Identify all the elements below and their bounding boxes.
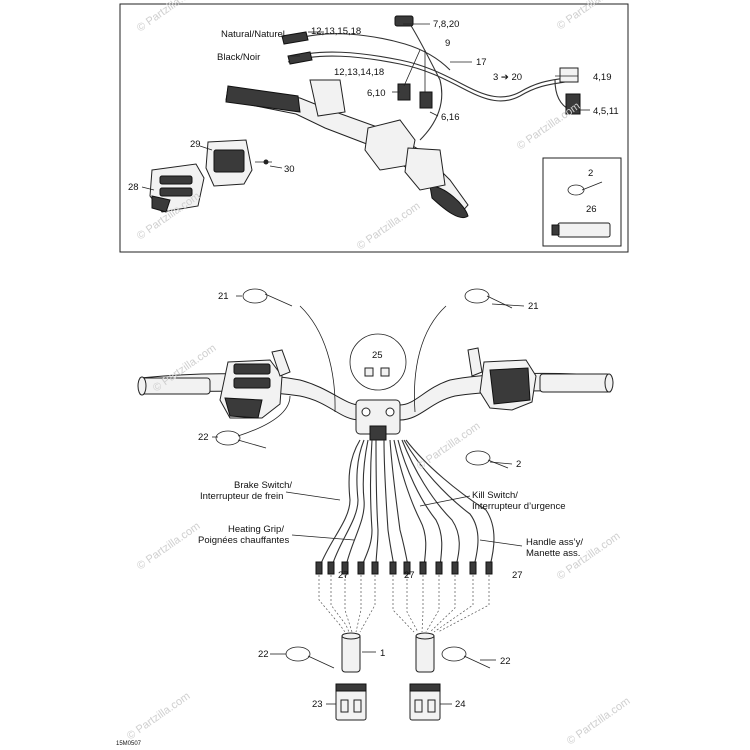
callout-27-c: 27 bbox=[512, 570, 523, 581]
watermark: © Partzilla.com bbox=[555, 0, 623, 32]
callout-30: 30 bbox=[284, 164, 295, 175]
callout-2-bottom: 2 bbox=[516, 459, 521, 470]
callout-26: 26 bbox=[586, 204, 597, 215]
connector-housing-23 bbox=[335, 683, 367, 721]
label-heating-grip-2: Poignées chauffantes bbox=[198, 535, 289, 546]
watermark: © Partzilla.com bbox=[415, 420, 483, 472]
switch-housing-exploded bbox=[149, 139, 272, 213]
callout-3-20: 3 ➔ 20 bbox=[493, 72, 522, 83]
harness-top bbox=[281, 15, 581, 141]
watermark: © Partzilla.com bbox=[135, 520, 203, 572]
callout-12-13-15-18: 12,13,15,18 bbox=[311, 26, 361, 37]
callout-29: 29 bbox=[190, 139, 201, 150]
cable-tie-22-bl bbox=[285, 646, 335, 669]
connector-sleeves bbox=[341, 632, 435, 673]
cable-tie-21-left bbox=[242, 288, 293, 307]
watermark: © Partzilla.com bbox=[135, 0, 203, 34]
dashed-routing bbox=[318, 575, 490, 633]
watermark: © Partzilla.com bbox=[565, 695, 633, 747]
left-switch-housing bbox=[219, 349, 291, 419]
label-kill-switch-1: Kill Switch/ bbox=[472, 490, 518, 501]
terminals bbox=[315, 561, 493, 575]
callout-21-right: 21 bbox=[528, 301, 539, 312]
callout-4-5-11: 4,5,11 bbox=[593, 106, 619, 117]
callout-1: 1 bbox=[380, 648, 385, 659]
callout-24: 24 bbox=[455, 699, 466, 710]
handlebar-top-view bbox=[225, 79, 469, 218]
label-brake-switch-2: Interrupteur de frein bbox=[200, 491, 283, 502]
callout-22-bl: 22 bbox=[258, 649, 269, 660]
callout-leaders bbox=[141, 23, 590, 705]
watermark: © Partzilla.com bbox=[355, 200, 423, 252]
cable-tie-21-right bbox=[464, 288, 513, 309]
label-handle-assy-2: Manette ass. bbox=[526, 548, 580, 559]
drawing-code: 15M0507 bbox=[116, 741, 142, 747]
callout-22-mid: 22 bbox=[198, 432, 209, 443]
callout-4-19: 4,19 bbox=[593, 72, 612, 83]
label-handle-assy-1: Handle ass’y/ bbox=[526, 537, 583, 548]
callout-7-8-20: 7,8,20 bbox=[433, 19, 459, 30]
label-kill-switch-2: Interrupteur d’urgence bbox=[472, 501, 565, 512]
wire-label-black: Black/Noir bbox=[217, 52, 260, 63]
top-inset-frame bbox=[119, 3, 629, 253]
cable-tie-22-mid bbox=[215, 430, 267, 449]
consumables-inset bbox=[542, 157, 622, 247]
callout-12-13-14-18: 12,13,14,18 bbox=[334, 67, 384, 78]
callout-6-16: 6,16 bbox=[441, 112, 460, 123]
callout-28: 28 bbox=[128, 182, 139, 193]
detail-circle-25 bbox=[349, 333, 407, 391]
callout-22-br: 22 bbox=[500, 656, 511, 667]
callout-6-10: 6,10 bbox=[367, 88, 386, 99]
callout-9: 9 bbox=[445, 38, 450, 49]
leader-arrows bbox=[237, 305, 447, 437]
center-clamp bbox=[355, 399, 401, 441]
callout-2-top: 2 bbox=[588, 168, 593, 179]
connector-housing-24 bbox=[409, 683, 441, 721]
callout-27-a: 27 bbox=[338, 570, 349, 581]
callout-21-left: 21 bbox=[218, 291, 229, 302]
watermark: © Partzilla.com bbox=[515, 100, 583, 152]
callout-25: 25 bbox=[372, 350, 383, 361]
wiring-harness bbox=[319, 439, 495, 567]
callout-17: 17 bbox=[476, 57, 487, 68]
cable-tie-2-mid bbox=[465, 450, 509, 469]
cable-tie-22-br bbox=[441, 646, 491, 669]
right-throttle-housing bbox=[467, 347, 537, 411]
label-brake-switch-1: Brake Switch/ bbox=[234, 480, 292, 491]
wire-label-natural: Natural/Naturel bbox=[221, 29, 285, 40]
label-heating-grip-1: Heating Grip/ bbox=[228, 524, 284, 535]
watermark: © Partzilla.com bbox=[125, 690, 193, 742]
cable-ties bbox=[215, 288, 513, 669]
callout-27-b: 27 bbox=[404, 570, 415, 581]
callout-23: 23 bbox=[312, 699, 323, 710]
